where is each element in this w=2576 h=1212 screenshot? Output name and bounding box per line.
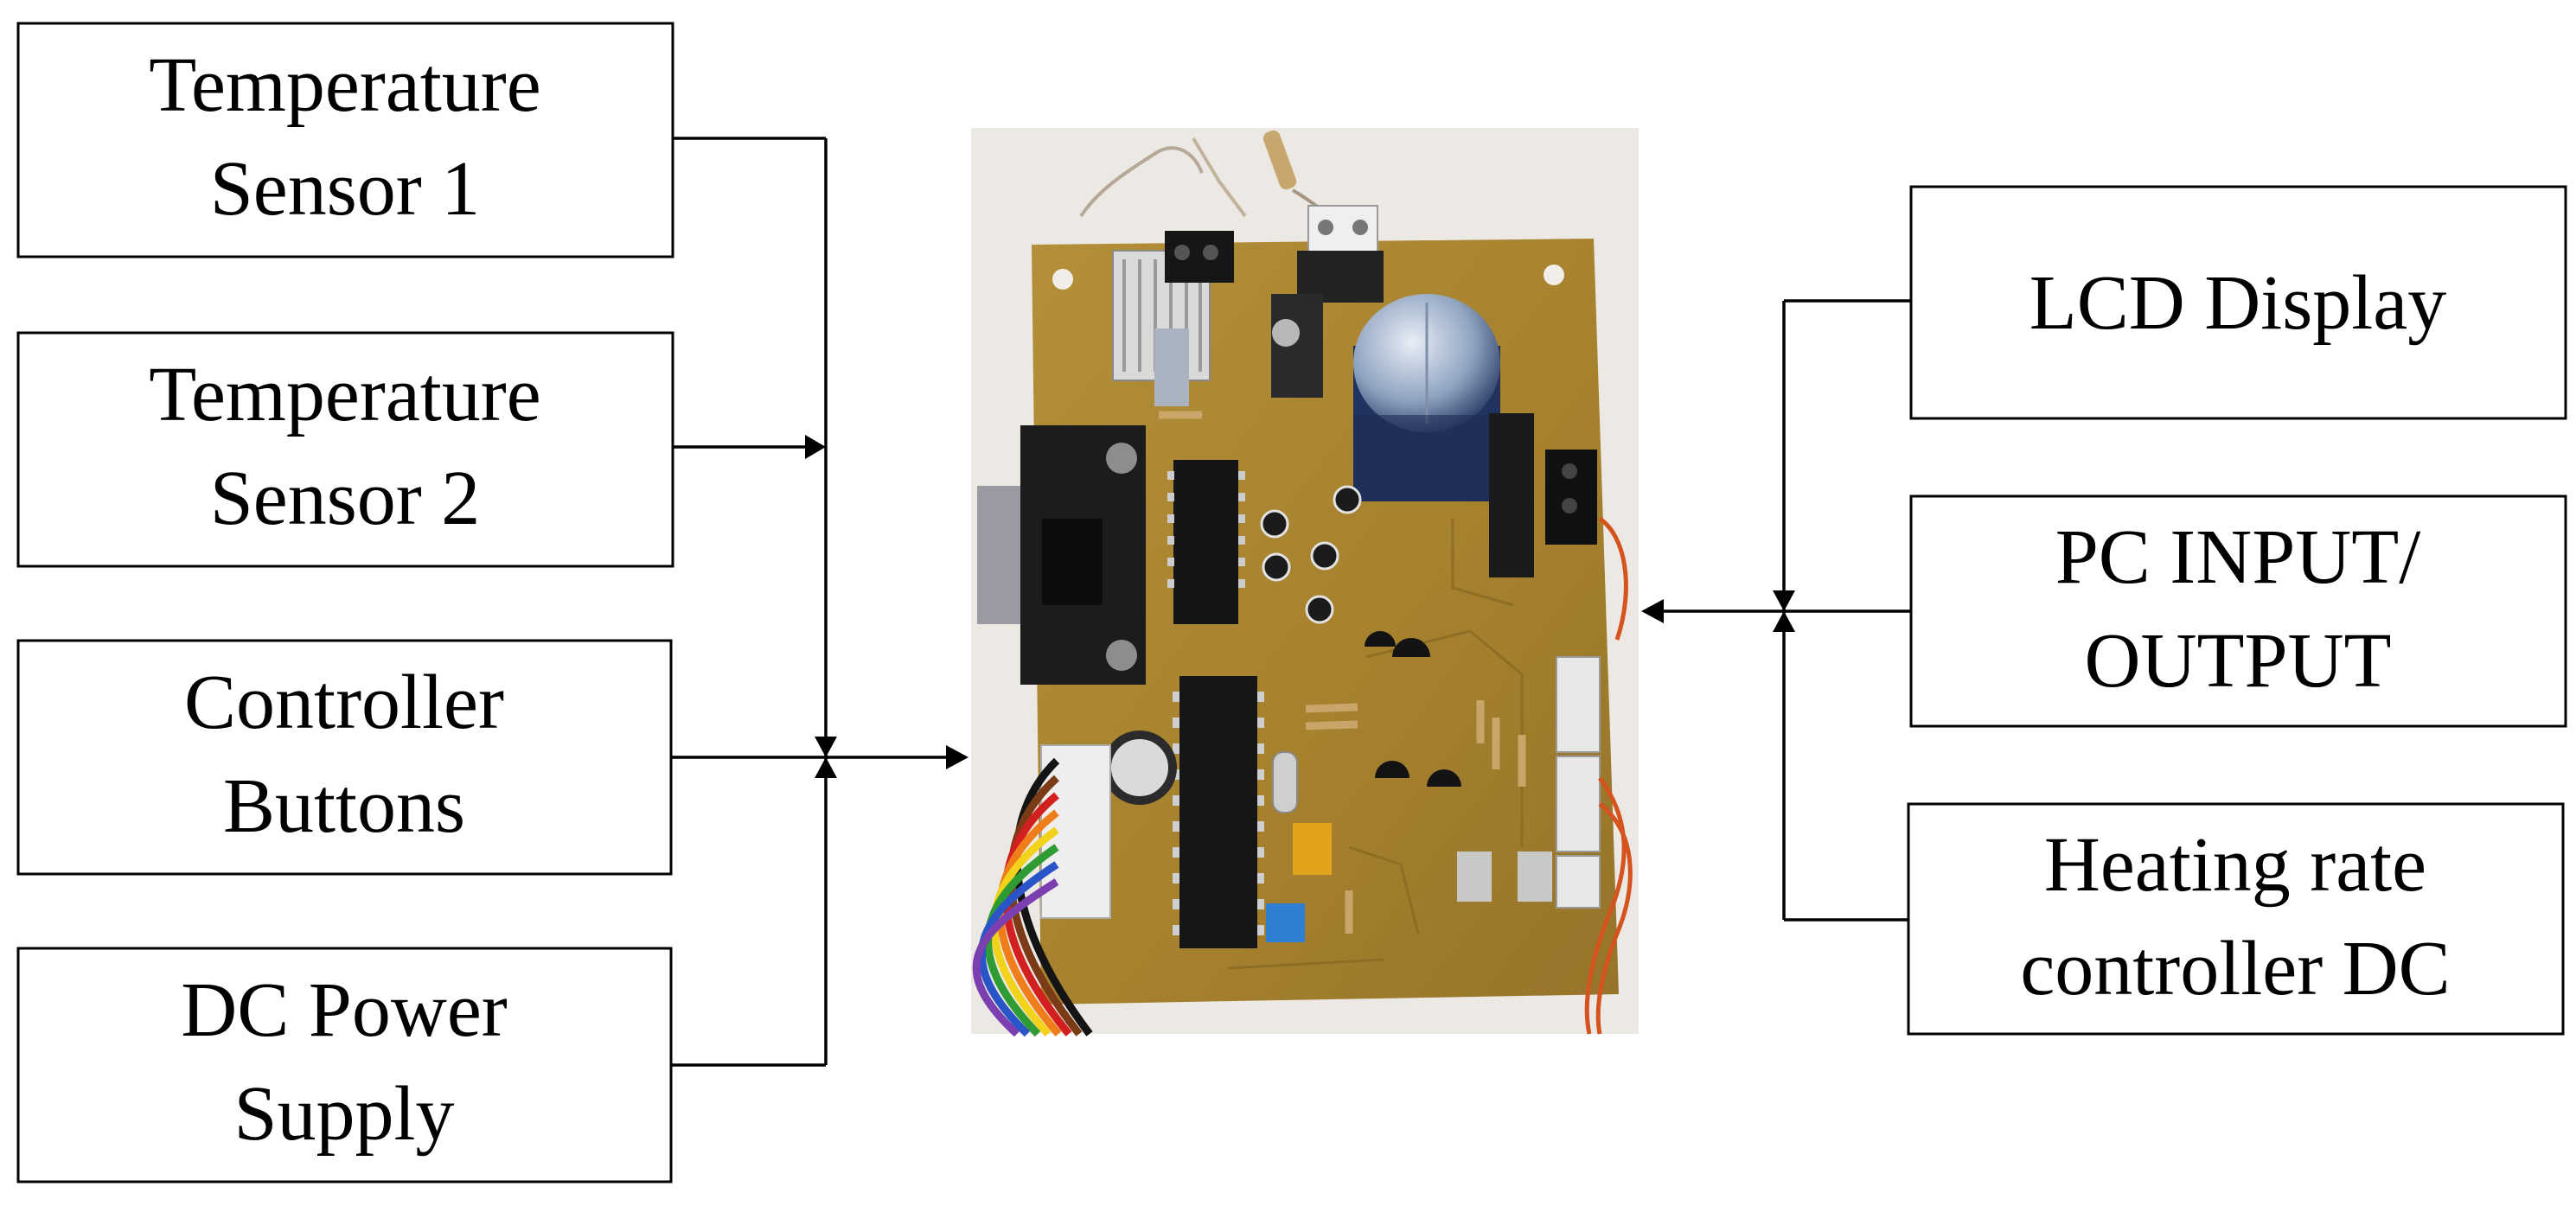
temperature-sensor-1-label-line1: Temperature	[149, 42, 540, 128]
right-connectors	[1653, 299, 1911, 922]
arrowhead-to-board	[946, 745, 968, 769]
controller-buttons-label-line1: Controller	[184, 660, 504, 745]
microcontroller-chip	[1173, 676, 1264, 948]
arrowhead-bus-down	[815, 737, 837, 757]
block-pc-input-output: PC INPUT/ OUTPUT	[1909, 494, 2567, 728]
arrowhead-right-bus-down	[1773, 590, 1795, 611]
pc-io-label-line1: PC INPUT/	[2055, 514, 2421, 600]
dc-power-supply-label-line2: Supply	[233, 1071, 454, 1157]
block-heating-rate-controller: Heating rate controller DC	[1907, 802, 2565, 1036]
right-arrowheads	[1641, 590, 1795, 632]
block-controller-buttons: Controller Buttons	[16, 639, 673, 876]
arrowhead-to-board-right	[1641, 599, 1664, 623]
ribbon-cable	[972, 744, 1111, 1037]
temperature-sensor-2-label-line1: Temperature	[149, 352, 540, 437]
left-connectors	[671, 137, 958, 1067]
pc-io-label-line2: OUTPUT	[2085, 618, 2392, 704]
arrowhead-sensor-2	[805, 435, 826, 459]
controller-buttons-label-line2: Buttons	[223, 763, 465, 849]
heating-rate-label-line1: Heating rate	[2044, 822, 2426, 908]
heatsink	[1112, 231, 1234, 406]
serial-connector	[977, 425, 1146, 685]
electrolytic-capacitor	[1353, 294, 1500, 501]
block-dc-power-supply: DC Power Supply	[16, 947, 673, 1183]
dc-power-supply-label-line1: DC Power	[181, 967, 508, 1053]
block-temperature-sensor-2: Temperature Sensor 2	[16, 331, 674, 568]
arrowhead-bus-up	[815, 757, 837, 778]
pcb-photo	[971, 128, 1639, 1037]
block-lcd-display: LCD Display	[1909, 185, 2567, 420]
block-temperature-sensor-1: Temperature Sensor 1	[16, 22, 674, 258]
heating-rate-label-line2: controller DC	[2020, 926, 2450, 1011]
small-ic-chip	[1167, 460, 1245, 624]
temperature-sensor-1-label-line2: Sensor 1	[210, 146, 481, 232]
arrowhead-right-bus-up	[1773, 611, 1795, 632]
left-arrowheads	[805, 435, 968, 778]
temperature-sensor-2-label-line2: Sensor 2	[210, 456, 481, 541]
right-connectors-board	[1457, 516, 1633, 1035]
lcd-display-label: LCD Display	[2029, 260, 2446, 346]
